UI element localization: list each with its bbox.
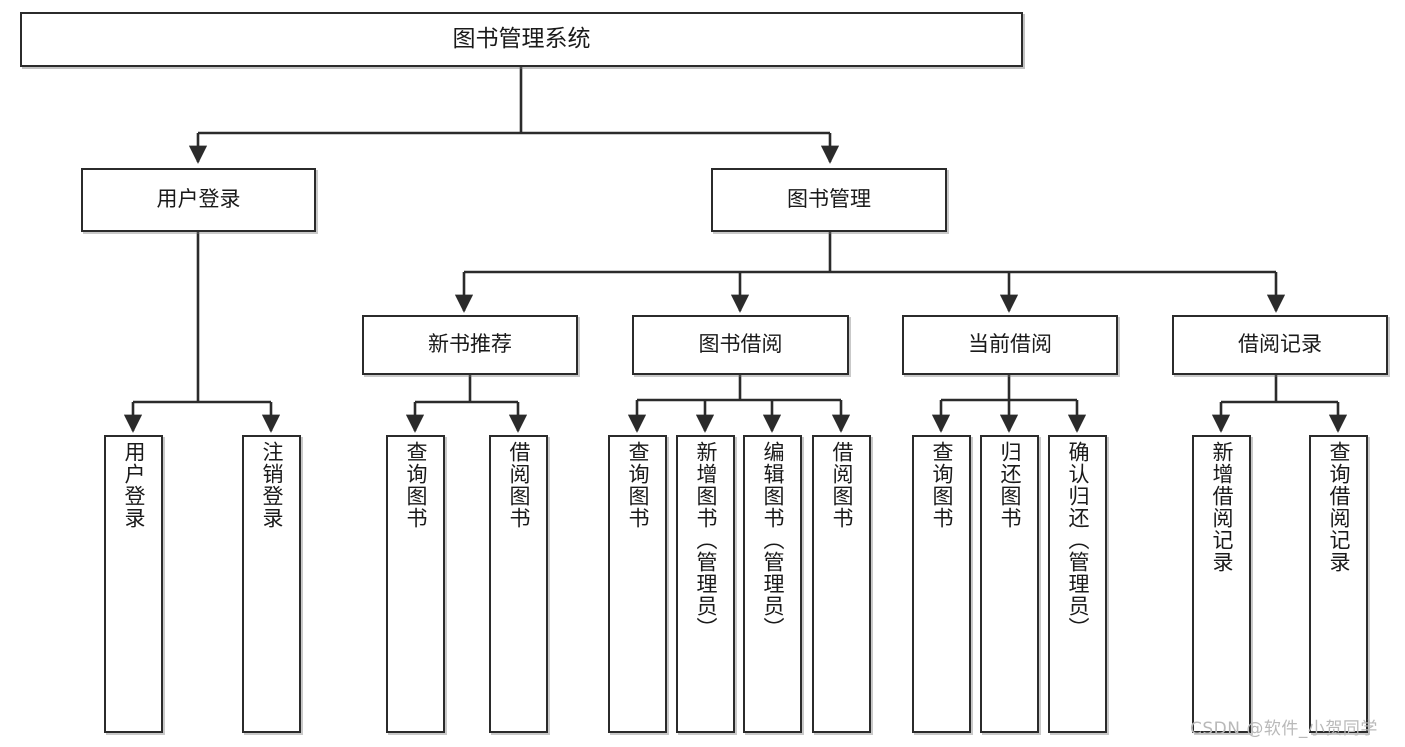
leaf-confirm-return-admin[interactable]: 确认归还（管理员）: [1048, 435, 1107, 733]
leaf-edit-book-admin[interactable]: 编辑图书（管理员）: [743, 435, 802, 733]
leaf-query-book-recommend[interactable]: 查询图书: [386, 435, 445, 733]
node-new-book-recommend[interactable]: 新书推荐: [362, 315, 578, 375]
leaf-borrow-book[interactable]: 借阅图书: [812, 435, 871, 733]
leaf-add-borrow-record[interactable]: 新增借阅记录: [1192, 435, 1251, 733]
node-label: 用户登录: [122, 441, 146, 529]
node-book-management[interactable]: 图书管理: [711, 168, 947, 232]
node-root-book-management-system[interactable]: 图书管理系统: [20, 12, 1023, 67]
leaf-query-book-borrow[interactable]: 查询图书: [608, 435, 667, 733]
leaf-logout[interactable]: 注销登录: [242, 435, 301, 733]
csdn-watermark: CSDN @软件_小贺同学: [1190, 714, 1378, 739]
watermark-text: CSDN @软件_小贺同学: [1190, 719, 1378, 739]
node-user-login[interactable]: 用户登录: [81, 168, 316, 232]
leaf-add-book-admin[interactable]: 新增图书（管理员）: [676, 435, 735, 733]
node-label: 新增借阅记录: [1210, 441, 1234, 573]
node-label: 编辑图书（管理员）: [761, 441, 785, 639]
node-label: 确认归还（管理员）: [1066, 441, 1090, 639]
leaf-user-login[interactable]: 用户登录: [104, 435, 163, 733]
node-label: 用户登录: [156, 187, 241, 212]
leaf-borrow-book-recommend[interactable]: 借阅图书: [489, 435, 548, 733]
node-label: 借阅记录: [1238, 332, 1322, 357]
node-label: 借阅图书: [830, 441, 854, 529]
node-label: 查询借阅记录: [1327, 441, 1351, 573]
node-current-borrow[interactable]: 当前借阅: [902, 315, 1118, 375]
node-label: 当前借阅: [968, 332, 1052, 357]
node-label: 图书管理系统: [452, 25, 591, 52]
node-label: 图书管理: [787, 187, 871, 212]
node-book-borrow[interactable]: 图书借阅: [632, 315, 849, 375]
node-label: 注销登录: [260, 441, 284, 529]
node-label: 归还图书: [998, 441, 1022, 529]
leaf-query-borrow-record[interactable]: 查询借阅记录: [1309, 435, 1368, 733]
node-label: 新书推荐: [428, 332, 512, 357]
leaf-query-book-current[interactable]: 查询图书: [912, 435, 971, 733]
node-label: 查询图书: [930, 441, 954, 529]
leaf-return-book[interactable]: 归还图书: [980, 435, 1039, 733]
node-label: 查询图书: [626, 441, 650, 529]
node-label: 图书借阅: [698, 332, 783, 357]
node-label: 查询图书: [404, 441, 428, 529]
node-borrow-record[interactable]: 借阅记录: [1172, 315, 1388, 375]
node-label: 新增图书（管理员）: [694, 441, 718, 639]
node-label: 借阅图书: [507, 441, 531, 529]
